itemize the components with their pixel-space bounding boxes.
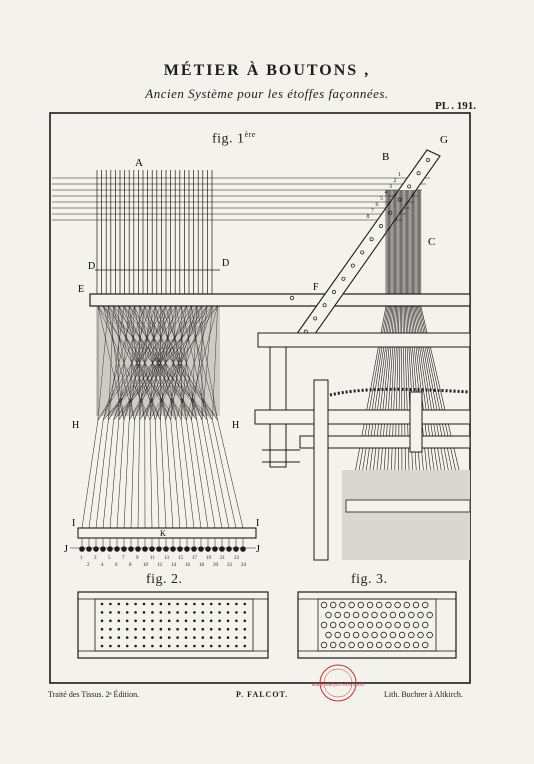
svg-text:BIBLIOTHÈQUE NATIONALE: BIBLIOTHÈQUE NATIONALE [312, 682, 366, 687]
fig3-board [297, 591, 457, 659]
harness-threads [96, 305, 220, 421]
vertical-threads [96, 170, 213, 294]
svg-text:18: 18 [199, 563, 205, 568]
plate-number: PL . 191. [435, 100, 476, 112]
svg-text:1: 1 [398, 172, 401, 178]
svg-text:23: 23 [234, 556, 240, 561]
svg-text:2: 2 [394, 178, 397, 184]
svg-text:10: 10 [143, 563, 149, 568]
svg-text:11: 11 [150, 556, 155, 561]
svg-text:1: 1 [80, 556, 83, 561]
label-h-left: H [72, 420, 79, 431]
horizontal-cords [52, 177, 430, 221]
fig3-label: fig. 3. [351, 572, 388, 587]
fig1-label: fig. 1ère [212, 130, 256, 147]
buttons-row [70, 546, 256, 552]
label-d-left: D [88, 261, 95, 272]
label-d-right: D [222, 258, 229, 269]
button-cords [81, 419, 244, 546]
svg-text:7: 7 [122, 556, 125, 561]
svg-text:5: 5 [380, 196, 383, 202]
label-i-right: I [256, 518, 259, 529]
loom-frame [254, 332, 471, 561]
plate-frame [49, 112, 471, 684]
svg-text:6: 6 [115, 563, 118, 568]
svg-text:4: 4 [385, 190, 388, 196]
label-j-left: J [64, 544, 68, 555]
label-i-left: I [72, 518, 75, 529]
footer-author: P. FALCOT. [236, 690, 289, 699]
label-c: C [428, 236, 435, 248]
label-g: G [440, 134, 448, 146]
svg-text:8: 8 [129, 563, 132, 568]
footer-lithographer: Lith. Buchrer à Altkirch. [384, 690, 463, 699]
board-k [77, 527, 257, 539]
svg-text:3: 3 [389, 184, 392, 190]
fig2-label: fig. 2. [146, 572, 183, 587]
svg-text:15: 15 [178, 556, 184, 561]
svg-text:17: 17 [192, 556, 198, 561]
label-b: B [382, 151, 389, 163]
svg-text:19: 19 [206, 556, 212, 561]
svg-text:6: 6 [376, 202, 379, 208]
svg-text:4: 4 [101, 563, 104, 568]
svg-text:3: 3 [94, 556, 97, 561]
plate-title: MÉTIER À BOUTONS , [163, 62, 371, 79]
fig2-board [77, 591, 269, 659]
svg-text:12: 12 [157, 563, 163, 568]
svg-text:7: 7 [371, 208, 374, 214]
label-a: A [135, 157, 143, 169]
pivot-f [289, 295, 295, 301]
svg-text:13: 13 [164, 556, 170, 561]
svg-text:2: 2 [87, 563, 90, 568]
svg-text:14: 14 [171, 563, 177, 568]
label-f: F [313, 282, 319, 293]
label-h-right: H [232, 420, 239, 431]
label-e: E [78, 284, 84, 295]
svg-text:9: 9 [136, 556, 139, 561]
svg-text:21: 21 [220, 556, 226, 561]
svg-text:5: 5 [108, 556, 111, 561]
plate-subtitle: Ancien Système pour les étoffes façonnée… [145, 86, 389, 101]
svg-text:20: 20 [213, 563, 219, 568]
library-stamp: BIBLIOTHÈQUE NATIONALE [312, 664, 366, 702]
rail-e [89, 293, 471, 307]
label-k: K [160, 529, 166, 538]
svg-text:16: 16 [185, 563, 191, 568]
svg-text:24: 24 [241, 563, 247, 568]
svg-text:22: 22 [227, 563, 233, 568]
footer-edition: Traité des Tissus. 2ᵉ Édition. [48, 690, 140, 699]
label-j-right: J [256, 544, 260, 555]
svg-text:8: 8 [367, 214, 370, 220]
